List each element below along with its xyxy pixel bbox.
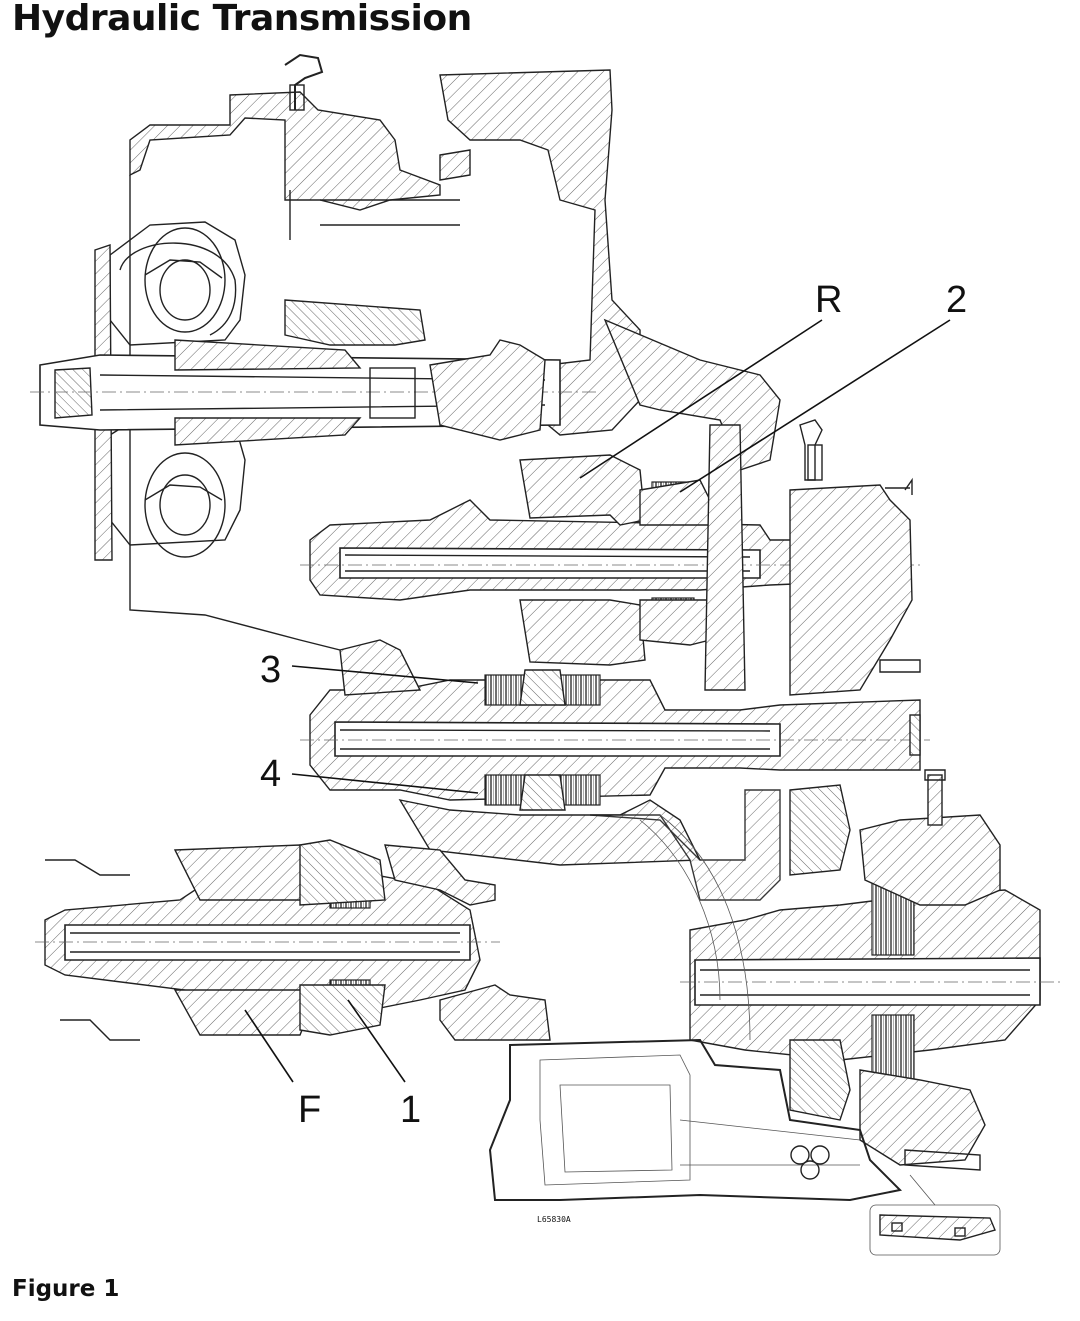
input-shaft: [30, 339, 600, 446]
leader-1: [347, 999, 406, 1083]
seal-detail-inset: [869, 1174, 1001, 1256]
page-title: Hydraulic Transmission: [12, 0, 472, 39]
lower-housing-and-sump: [488, 789, 903, 1202]
fittings: [799, 419, 981, 1171]
leader-2: [679, 319, 951, 493]
callout-2: 2: [946, 279, 967, 321]
callout-4: 4: [260, 753, 281, 795]
leader-3: [291, 665, 479, 684]
leader-4: [291, 773, 479, 794]
forward-and-first-clutch-shaft: [35, 839, 551, 1041]
reverse-and-second-clutch-shaft: [300, 424, 920, 696]
callout-1: 1: [400, 1089, 421, 1131]
leader-r: [579, 319, 823, 479]
callout-r: R: [815, 279, 842, 321]
figure-caption: Figure 1: [12, 1276, 120, 1302]
leader-f: [244, 1009, 294, 1083]
output-shaft-and-brake: [680, 769, 1060, 1166]
callout-3: 3: [260, 649, 281, 691]
callout-f: F: [298, 1089, 321, 1131]
top-fitting: [284, 53, 324, 111]
drawing-code: L65830A: [537, 1215, 571, 1224]
leader-lines: [244, 319, 951, 1083]
